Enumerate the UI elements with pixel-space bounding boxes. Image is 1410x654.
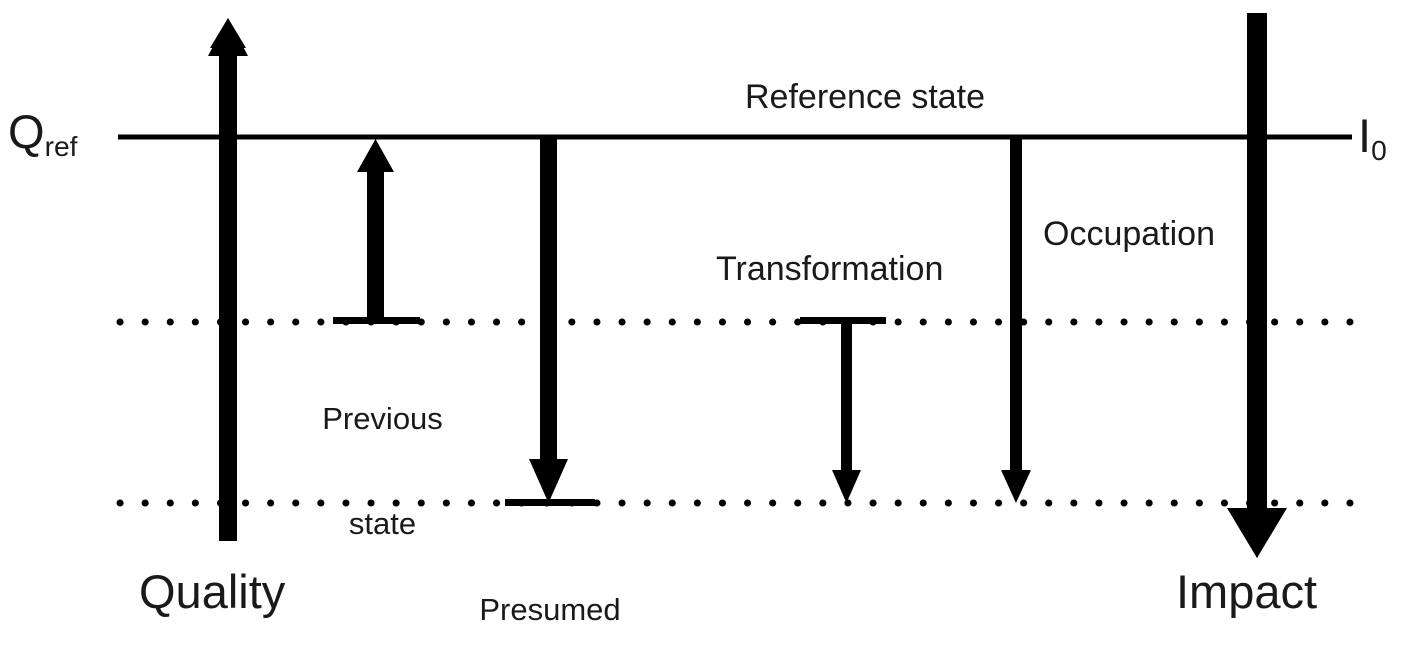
impact-axis-label: Impact	[1176, 565, 1318, 618]
impact-axis-arrow	[1227, 13, 1287, 558]
quality-reference-symbol: Q	[8, 105, 45, 158]
quality-axis-label: Quality	[139, 565, 286, 618]
reference-state-label: Reference state	[745, 78, 986, 116]
impact-zero-subscript: 0	[1371, 133, 1387, 166]
quality-reference-subscript: ref	[44, 129, 78, 162]
previous-state-label-line1: Previous	[322, 401, 443, 437]
quality-reference-label: Qref	[8, 105, 78, 162]
presumed-state-label: Presumed state	[455, 524, 645, 654]
transformation-arrow	[800, 317, 886, 503]
presumed-state-label-line1: Presumed	[479, 592, 621, 628]
occupation-label: Occupation	[1043, 215, 1215, 253]
previous-state-label: Previous state	[305, 333, 460, 611]
impact-zero-symbol: I	[1358, 109, 1372, 162]
occupation-arrow	[1001, 137, 1031, 503]
previous-state-recovery-arrow	[333, 139, 420, 324]
impact-zero-label: I0	[1358, 109, 1387, 166]
transformation-label: Transformation	[716, 250, 944, 288]
presumed-state-decline-arrow	[505, 137, 595, 506]
previous-state-label-line2: state	[348, 505, 417, 541]
quality-axis-arrow	[208, 18, 248, 541]
